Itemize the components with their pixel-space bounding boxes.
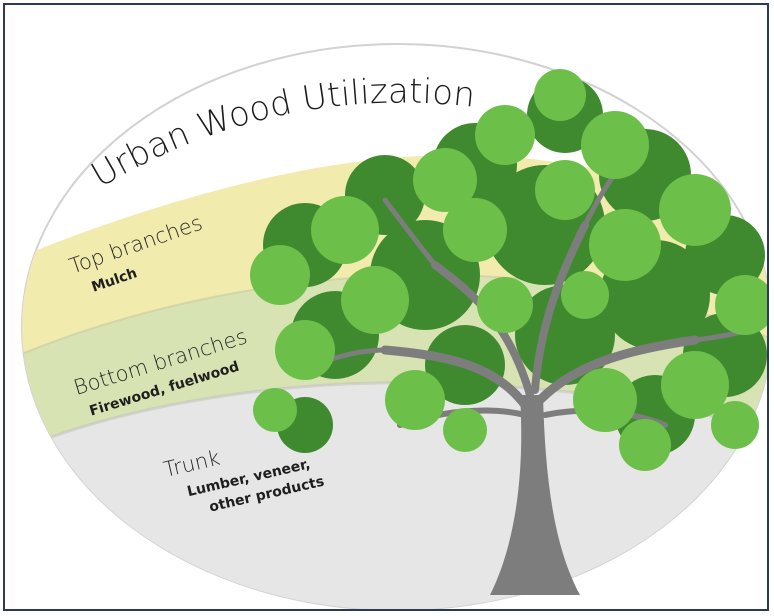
- urban-wood-diagram: Urban Wood Utilization Top branches Mulc…: [21, 43, 767, 609]
- tree-canopy-front: [250, 69, 767, 471]
- diagram-frame: Urban Wood Utilization Top branches Mulc…: [3, 3, 769, 611]
- tree-illustration: [250, 69, 767, 595]
- tree-trunk: [292, 147, 763, 595]
- band-trunk: [22, 382, 767, 609]
